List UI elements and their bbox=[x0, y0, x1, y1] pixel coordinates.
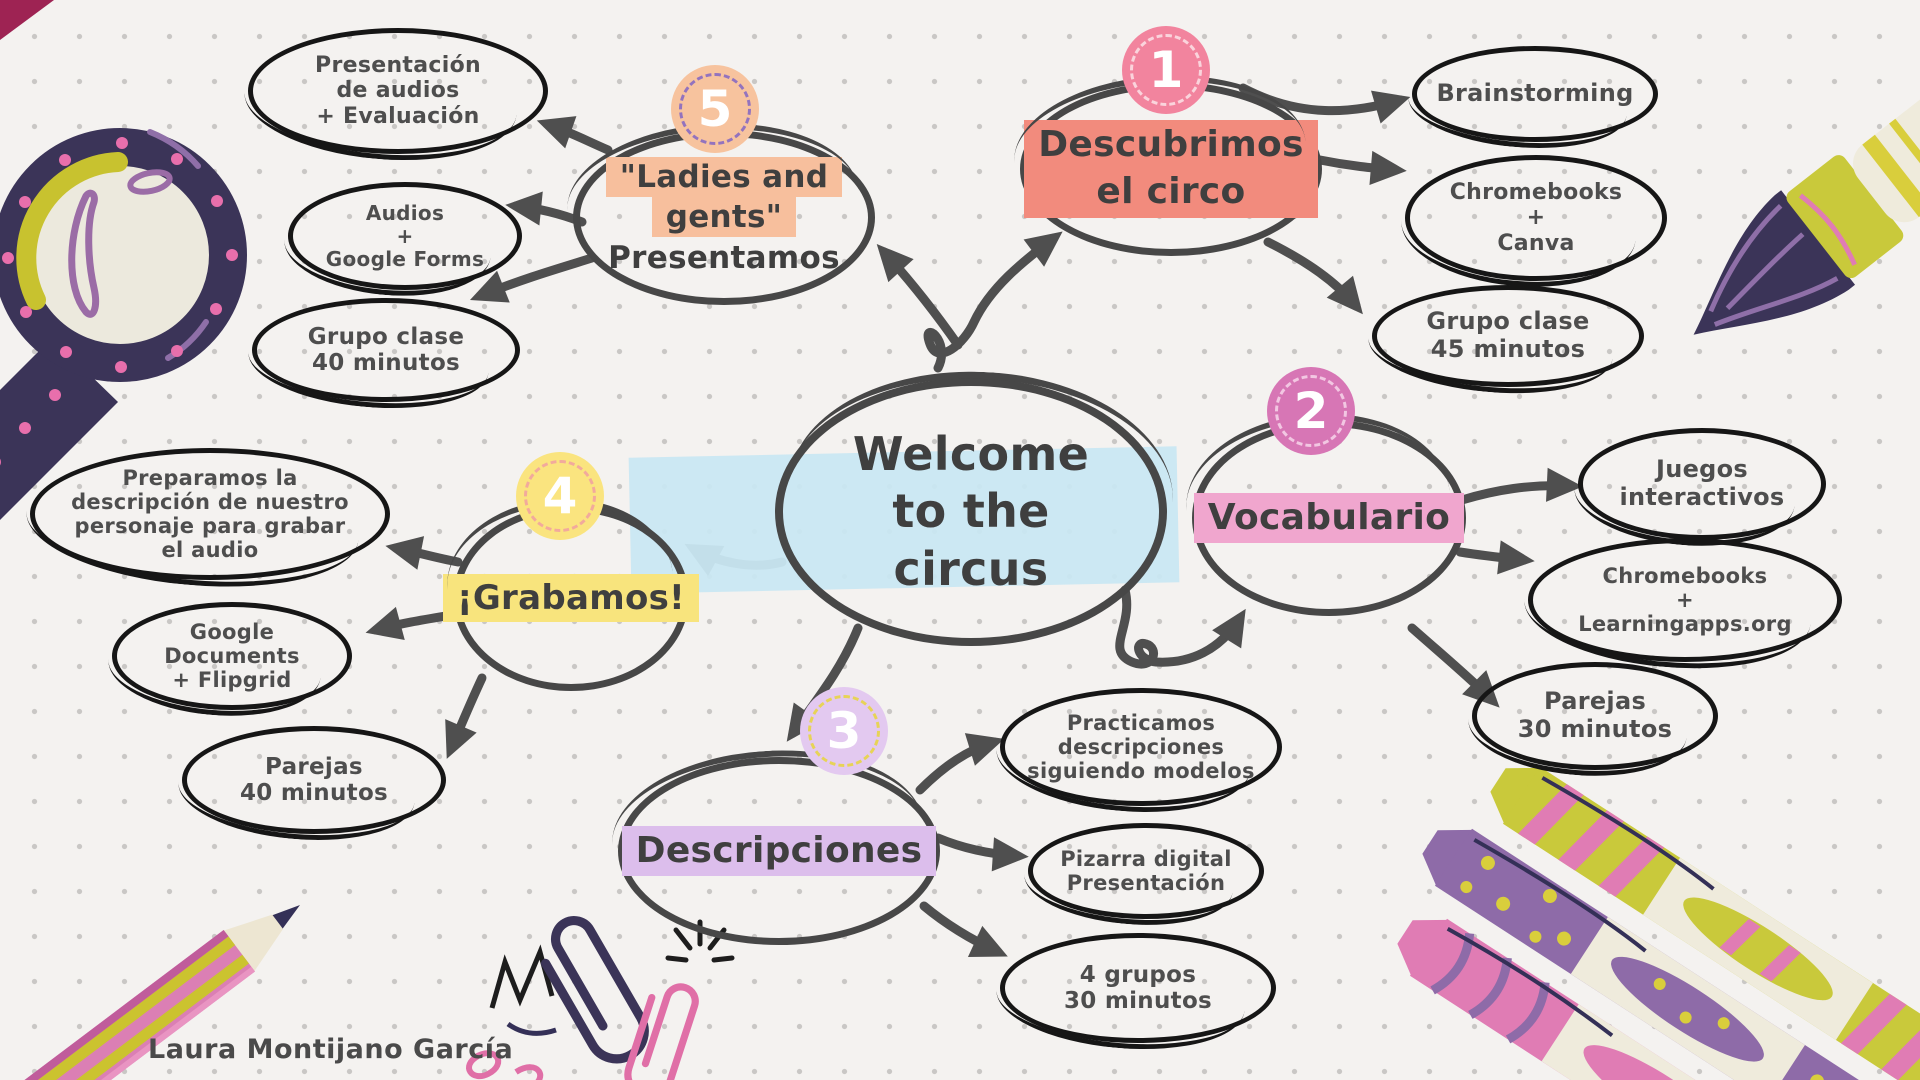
central-topic-title: Welcome to the circus bbox=[852, 426, 1090, 596]
arrow-branch1-to-chromebooks-canva bbox=[1315, 150, 1407, 185]
arrow-center-to-branch1 bbox=[923, 231, 1063, 373]
topic-grabamos: ¡Grabamos! bbox=[443, 505, 699, 691]
central-topic: Welcome to the circus bbox=[775, 378, 1167, 646]
arrow-branch4-to-googledocs bbox=[365, 606, 457, 640]
leaf-parejas-40: Parejas 40 minutos bbox=[182, 726, 446, 834]
topic-title: Descubrimos el circo bbox=[1024, 120, 1318, 218]
leaf-audios-google-forms: Audios + Google Forms bbox=[288, 182, 522, 290]
leaf-pizarra-digital: Pizarra digital Presentación bbox=[1028, 823, 1264, 919]
badge-4: 4 bbox=[516, 452, 604, 540]
topic-title: Descripciones bbox=[621, 825, 937, 877]
arrow-branch4-to-parejas-40 bbox=[445, 673, 487, 759]
badge-5: 5 bbox=[671, 65, 759, 153]
topic-subtitle: Presentamos bbox=[608, 239, 840, 276]
crayons-decoration bbox=[1397, 766, 1920, 1080]
arrow-branch2-to-parejas-30 bbox=[1407, 623, 1500, 708]
topic-title: "Ladies and gents" bbox=[605, 157, 843, 238]
leaf-juegos-interactivos: Juegos interactivos bbox=[1578, 428, 1826, 540]
arrow-branch3-to-pizarra bbox=[933, 833, 1029, 872]
leaf-brainstorming: Brainstorming bbox=[1412, 46, 1658, 142]
leaf-chromebooks-learningapps: Chromebooks + Learningapps.org bbox=[1528, 538, 1842, 662]
leaf-4-grupos-30: 4 grupos 30 minutos bbox=[1000, 933, 1276, 1043]
badge-2: 2 bbox=[1267, 367, 1355, 455]
corner-wedge-decoration bbox=[0, 0, 54, 40]
topic-descripciones: Descripciones bbox=[618, 757, 940, 945]
arrow-branch3-to-practicamos bbox=[915, 733, 1005, 795]
leaf-grupo-clase-40: Grupo clase 40 minutos bbox=[252, 298, 520, 402]
paintbrush-icon bbox=[1693, 0, 1920, 335]
badge-3: 3 bbox=[800, 687, 888, 775]
arrow-branch3-to-4grupos bbox=[919, 901, 1008, 957]
arrow-center-to-branch5 bbox=[876, 244, 963, 350]
leaf-practicamos-descripciones: Practicamos descripciones siguiendo mode… bbox=[1000, 688, 1282, 806]
leaf-parejas-30: Parejas 30 minutos bbox=[1472, 662, 1718, 770]
leaf-grupo-clase-45: Grupo clase 45 minutos bbox=[1372, 285, 1644, 387]
leaf-preparamos-descripcion: Preparamos la descripción de nuestro per… bbox=[30, 448, 390, 580]
arrow-branch1-to-grupo-45 bbox=[1263, 237, 1363, 315]
arrow-branch2-to-learningapps bbox=[1455, 540, 1535, 575]
arrow-branch2-to-juegos bbox=[1457, 467, 1583, 505]
leaf-google-documents-flipgrid: Google Documents + Flipgrid bbox=[112, 602, 352, 710]
topic-title: Vocabulario bbox=[1193, 492, 1465, 544]
arrow-branch4-to-preparamos bbox=[385, 536, 463, 570]
author-attribution: Laura Montijano García bbox=[148, 1034, 514, 1065]
topic-title: ¡Grabamos! bbox=[443, 573, 699, 623]
leaf-presentacion-audios-evaluacion: Presentación de audios + Evaluación bbox=[248, 28, 548, 154]
leaf-chromebooks-canva: Chromebooks + Canva bbox=[1405, 155, 1667, 281]
arrow-center-to-branch2 bbox=[1115, 585, 1246, 669]
topic-ladies-and-gents-presentamos: "Ladies and gents" Presentamos bbox=[573, 130, 875, 305]
badge-1: 1 bbox=[1122, 26, 1210, 114]
arrow-branch5-to-presentacion bbox=[536, 116, 613, 155]
